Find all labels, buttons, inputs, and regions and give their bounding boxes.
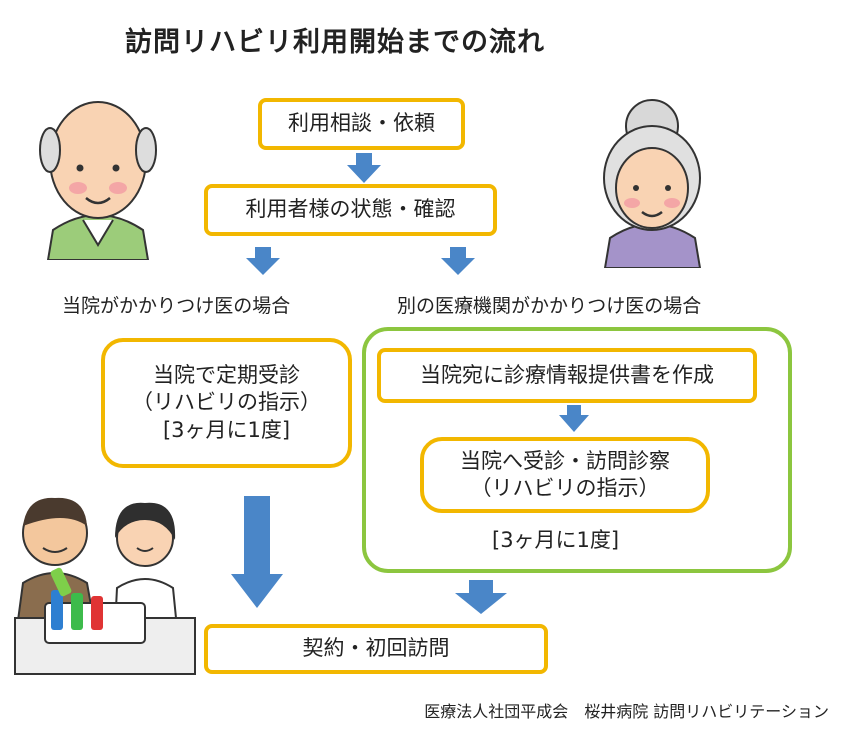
elderly-woman-illustration (603, 99, 702, 268)
contract-box: 契約・初回訪問 (204, 624, 548, 674)
elderly-man-illustration (39, 101, 157, 260)
page-title: 訪問リハビリ利用開始までの流れ (125, 27, 545, 58)
referral-letter-box: 当院宛に診療情報提供書を作成 (377, 348, 757, 403)
status-check-box: 利用者様の状態・確認 (204, 184, 497, 236)
arrow-down-icon (246, 247, 280, 275)
other-clinic-visit-text: 当院へ受診・訪問診察 （リハビリの指示） (460, 448, 670, 500)
own-clinic-visit-box: 当院で定期受診 （リハビリの指示） [3ヶ月に1度] (101, 338, 352, 468)
rehabilitation-scene-illustration (14, 497, 196, 675)
status-check-text: 利用者様の状態・確認 (245, 197, 456, 222)
other-clinic-visit-box: 当院へ受診・訪問診察 （リハビリの指示） (420, 437, 710, 513)
consult-box: 利用相談・依頼 (258, 98, 465, 150)
arrow-down-icon (455, 580, 507, 614)
arrow-down-icon (231, 496, 283, 608)
other-clinic-frequency: [3ヶ月に1度] (492, 528, 620, 552)
other-clinic-label: 別の医療機関がかかりつけ医の場合 (397, 295, 702, 317)
other-clinic-group (362, 327, 792, 573)
own-clinic-visit-text: 当院で定期受診 （リハビリの指示） [3ヶ月に1度] (132, 363, 321, 442)
consult-text: 利用相談・依頼 (288, 111, 435, 136)
footer-credit: 医療法人社団平成会 桜井病院 訪問リハビリテーション (424, 702, 829, 721)
arrow-down-icon (441, 247, 475, 275)
arrow-down-icon (347, 153, 381, 183)
contract-text: 契約・初回訪問 (302, 636, 450, 661)
referral-letter-text: 当院宛に診療情報提供書を作成 (420, 362, 714, 387)
arrow-down-icon (559, 405, 589, 432)
own-clinic-label: 当院がかかりつけ医の場合 (62, 295, 291, 317)
